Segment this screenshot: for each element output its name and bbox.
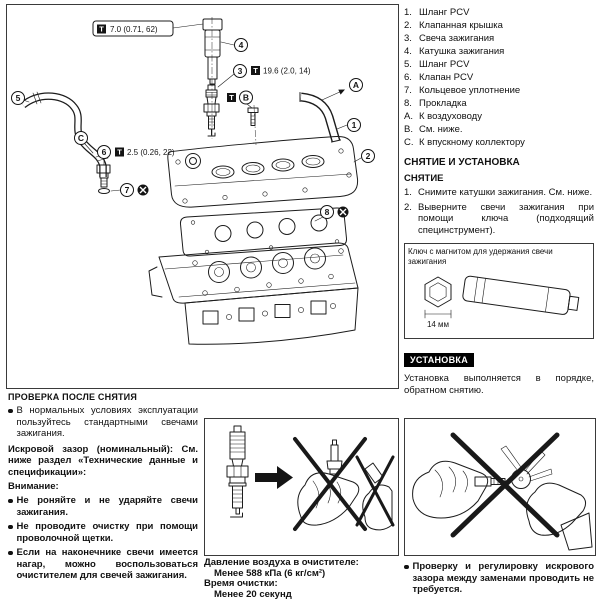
svg-text:T: T — [253, 66, 258, 75]
section-heading-installation: УСТАНОВКА — [404, 353, 474, 367]
list-item: 7.Кольцевое уплотнение — [404, 84, 594, 97]
engine-exploded-diagram: 4 T 7.0 (0.71, 62) — [7, 5, 396, 386]
spark-plug-large — [227, 426, 248, 517]
warning-label: Внимание: — [8, 481, 198, 492]
warning-bullet: Если на наконечнике свечи имеется нагар,… — [8, 547, 198, 582]
callout-8: 8 — [315, 206, 334, 222]
gap-spec-reference: Искровой зазор (номинальный): См. ниже р… — [8, 444, 198, 479]
svg-text:B: B — [243, 93, 249, 103]
replace-icon — [338, 207, 349, 218]
callout-6: 6 — [98, 146, 111, 159]
callout-4: 4 — [221, 39, 248, 52]
socket-tool-drawing: 14 мм — [408, 266, 588, 334]
dimension-label: 14 мм — [427, 320, 449, 329]
exploded-view-panel: 4 T 7.0 (0.71, 62) — [6, 4, 399, 389]
section-heading-removal-installation: СНЯТИЕ И УСТАНОВКА — [404, 157, 594, 168]
bullet-icon — [8, 525, 13, 530]
svg-text:A: A — [353, 80, 359, 90]
list-item: 2.Клапанная крышка — [404, 19, 594, 32]
arrow-icon — [255, 466, 293, 489]
list-item: 6.Клапан PCV — [404, 71, 594, 84]
left-hand — [413, 461, 510, 518]
removal-step: 1. Снимите катушки зажигания. См. ниже. — [404, 187, 594, 199]
removal-step: 2. Выверните свечи зажигания при помощи … — [404, 202, 594, 237]
list-item: 3.Свеча зажигания — [404, 32, 594, 45]
callout-7: 7 — [111, 184, 134, 197]
callout-a: A — [322, 79, 363, 101]
callout-b: B — [240, 91, 253, 108]
spark-plug-drawing — [204, 85, 219, 136]
bolt-drawing — [248, 108, 258, 126]
svg-text:T: T — [99, 25, 104, 34]
bullet-icon — [8, 499, 13, 504]
socket-tool-caption: Ключ с магнитом для удержания свечи зажи… — [408, 247, 590, 266]
installation-text: Установка выполняется в порядке, обратно… — [404, 373, 594, 396]
svg-text:C: C — [78, 133, 84, 143]
svg-text:19.6 (2.0, 14): 19.6 (2.0, 14) — [263, 67, 311, 76]
ignition-coil-drawing — [203, 19, 222, 84]
svg-text:8: 8 — [325, 207, 330, 217]
right-column: 1.Шланг PCV 2.Клапанная крышка 3.Свеча з… — [404, 6, 594, 396]
svg-text:4: 4 — [239, 40, 244, 50]
inspection-column: ПРОВЕРКА ПОСЛЕ СНЯТИЯ В нормальных услов… — [8, 392, 198, 582]
list-item: A.К воздуховоду — [404, 110, 594, 123]
svg-text:T: T — [117, 148, 122, 157]
plug-handling-drawing — [205, 419, 396, 553]
cleaner-spec: Давление воздуха в очистителе: Менее 588… — [204, 558, 397, 600]
plug-handling-figure — [204, 418, 399, 556]
valve-cover-drawing — [168, 136, 358, 207]
list-item: B.См. ниже. — [404, 123, 594, 136]
svg-text:7.0 (0.71, 62): 7.0 (0.71, 62) — [110, 25, 158, 34]
torque-spec-pcv: T 2.5 (0.26, 22) — [115, 148, 175, 158]
torque-icon-bolt: T — [227, 93, 236, 102]
cleaner-spec-line: Давление воздуха в очистителе: — [204, 558, 397, 569]
warning-bullet: Не проводите очистку при помощи проволоч… — [8, 521, 198, 544]
list-item: C.К впускному коллектору — [404, 136, 594, 149]
cylinder-head-drawing — [149, 243, 358, 344]
socket-tool-figure: Ключ с магнитом для удержания свечи зажи… — [404, 243, 594, 339]
list-item: 4.Катушка зажигания — [404, 45, 594, 58]
svg-text:3: 3 — [238, 66, 243, 76]
section-heading-inspection: ПРОВЕРКА ПОСЛЕ СНЯТИЯ — [8, 392, 198, 402]
bullet-icon — [8, 409, 13, 414]
replace-icon — [138, 185, 149, 196]
svg-text:7: 7 — [125, 185, 130, 195]
hand-holding-plug — [295, 439, 365, 529]
callout-1: 1 — [337, 119, 361, 132]
torque-spec-coil: T 7.0 (0.71, 62) — [93, 21, 203, 36]
svg-text:1: 1 — [352, 120, 357, 130]
bullet-icon — [404, 565, 409, 570]
torque-spec-plug: T 19.6 (2.0, 14) — [251, 66, 311, 76]
list-item: 8.Прокладка — [404, 97, 594, 110]
list-item: 5.Шланг PCV — [404, 58, 594, 71]
prohibited-x-icon — [357, 457, 393, 525]
hand-with-plug-2 — [357, 457, 393, 530]
svg-text:2: 2 — [366, 151, 371, 161]
svg-text:T: T — [229, 93, 234, 102]
callout-2: 2 — [354, 150, 375, 163]
cleaner-spec-line: Менее 20 секунд — [204, 590, 397, 600]
gap-check-drawing — [405, 419, 593, 553]
installation-section: УСТАНОВКА — [404, 350, 594, 368]
subsection-heading-removal: СНЯТИЕ — [404, 173, 594, 184]
o-ring-drawing — [99, 189, 110, 194]
list-item: 1.Шланг PCV — [404, 6, 594, 19]
callout-3: 3 — [218, 65, 247, 88]
callout-c: C — [75, 132, 94, 154]
socket-body — [462, 276, 579, 317]
hex-opening — [425, 277, 451, 307]
gap-check-figure — [404, 418, 596, 556]
warning-bullet: Не роняйте и не ударяйте свечи зажигания… — [8, 495, 198, 518]
bullet-icon — [8, 551, 13, 556]
pcv-hose-5-drawing — [23, 92, 108, 177]
svg-text:5: 5 — [16, 93, 21, 103]
pcv-hose-1-drawing — [300, 93, 341, 143]
gap-note-bullet: Проверку и регулировку искрового зазора … — [404, 561, 594, 596]
svg-text:2.5 (0.26, 22): 2.5 (0.26, 22) — [127, 148, 175, 157]
gap-note: Проверку и регулировку искрового зазора … — [404, 558, 594, 596]
parts-list: 1.Шланг PCV 2.Клапанная крышка 3.Свеча з… — [404, 6, 594, 149]
inspection-bullet: В нормальных условиях эксплуатации польз… — [8, 405, 198, 440]
svg-text:6: 6 — [102, 147, 107, 157]
cleaner-spec-line: Время очистки: — [204, 579, 397, 590]
